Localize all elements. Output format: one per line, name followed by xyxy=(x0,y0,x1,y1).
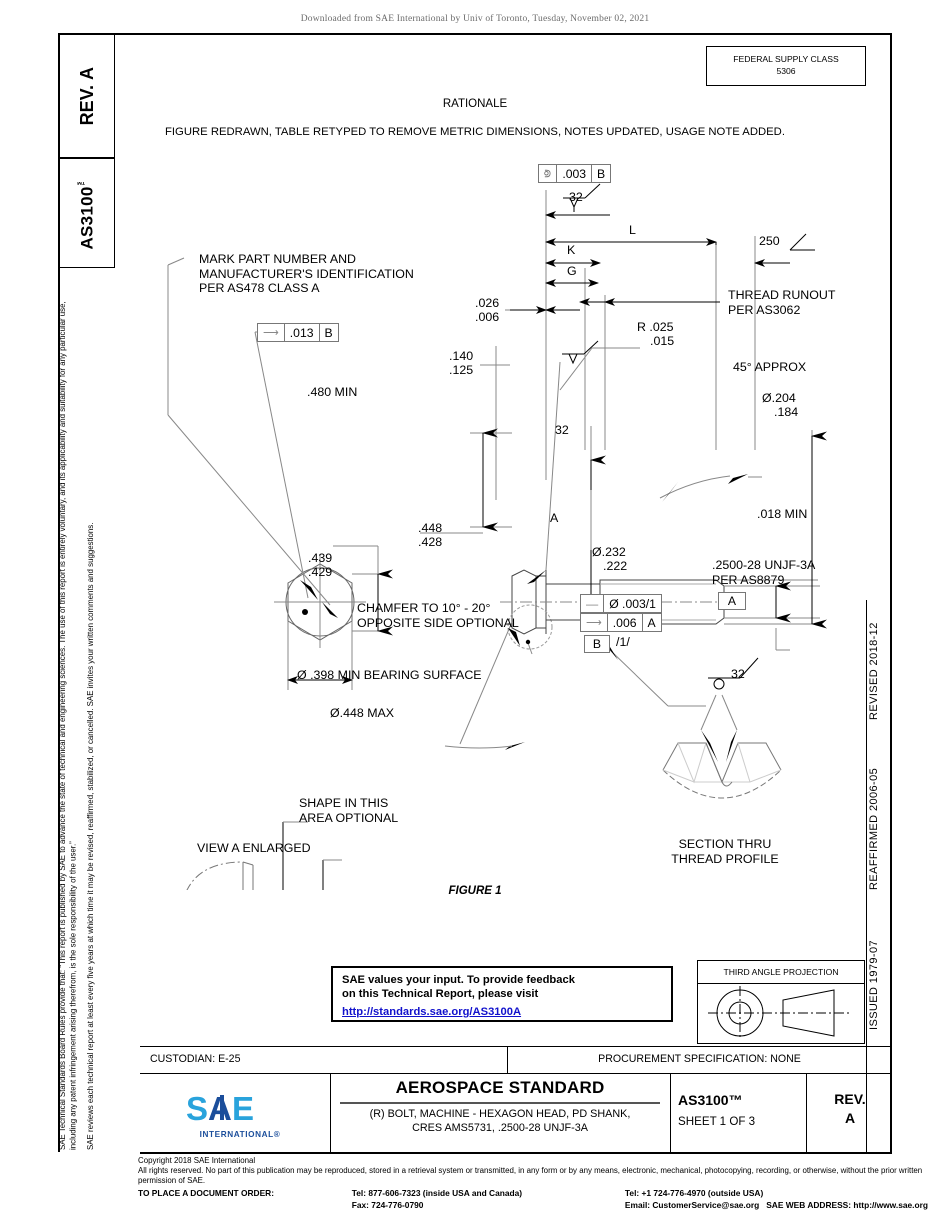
footer-tel-outside: Tel: +1 724-776-4970 (outside USA) xyxy=(624,1188,764,1199)
aerospace-standard-title: AEROSPACE STANDARD xyxy=(395,1078,605,1097)
frame-bottom-border xyxy=(140,1152,892,1154)
custodian-text: CUSTODIAN: E-25 xyxy=(150,1053,241,1065)
fcf-symbol-profile-icon: ⟶ xyxy=(258,324,285,341)
surface-finish-32-shank: 32 xyxy=(555,423,569,437)
fcf-tolerance: Ø .003/1 xyxy=(609,596,656,611)
dim-length-L: L xyxy=(629,223,636,237)
footer-email: Email: CustomerService@sae.org xyxy=(624,1199,760,1210)
rationale-title: RATIONALE xyxy=(442,98,508,110)
footer-fax: Fax: 724-776-0790 xyxy=(351,1199,424,1210)
procurement-spec-text: PROCUREMENT SPECIFICATION: NONE xyxy=(598,1053,801,1065)
footer-rights: All rights reserved. No part of this pub… xyxy=(138,1166,923,1186)
note-reference-1: /1/ xyxy=(616,635,630,649)
fsc-label: FEDERAL SUPPLY CLASS xyxy=(733,54,839,65)
label-view-a-enlarged: VIEW A ENLARGED xyxy=(197,841,311,855)
dim-radius: R .025.015 xyxy=(637,320,675,348)
third-angle-projection-box: THIRD ANGLE PROJECTION xyxy=(697,960,865,1044)
issued-date: ISSUED 1979-07 xyxy=(868,940,880,1030)
note-bearing-surface: Ø .398 MIN BEARING SURFACE xyxy=(297,668,482,682)
fcf-symbol-profile-icon: ⟶ xyxy=(581,614,608,631)
footer-order-label: TO PLACE A DOCUMENT ORDER: xyxy=(138,1188,275,1199)
fcf-symbol-straightness-icon: — xyxy=(581,595,605,612)
note-bearing-max: Ø.448 MAX xyxy=(330,706,395,720)
dim-shank-diameter: Ø.232.222 xyxy=(592,545,628,573)
footer-tel-inside: Tel: 877-606-7323 (inside USA and Canada… xyxy=(351,1188,523,1199)
download-notice: Downloaded from SAE International by Uni… xyxy=(300,14,650,24)
feedback-link[interactable]: http://standards.sae.org/AS3100A xyxy=(342,1005,522,1018)
dim-point-length-min: .018 MIN xyxy=(757,507,808,521)
surface-finish-32-top: 32 xyxy=(569,190,583,204)
fcf-tolerance: .003 xyxy=(557,165,593,182)
frame-top-border xyxy=(58,33,892,35)
third-angle-symbol xyxy=(698,984,864,1044)
title-block-divider-2 xyxy=(670,1074,672,1152)
dim-K: K xyxy=(567,243,576,257)
dim-washer-face: .026.006 xyxy=(475,296,500,324)
dim-across-flats-min: .480 MIN xyxy=(307,385,358,399)
figure-caption: FIGURE 1 xyxy=(448,885,502,897)
fcf-profile-006-a: ⟶ .006 A xyxy=(580,613,662,632)
fcf-datum: B xyxy=(597,166,606,181)
federal-supply-class-box: FEDERAL SUPPLY CLASS 5306 xyxy=(706,46,866,86)
dim-point-diameter: Ø.204.184 xyxy=(762,391,799,419)
surface-finish-250: 250 xyxy=(759,234,780,248)
title-block-description: (R) BOLT, MACHINE - HEXAGON HEAD, PD SHA… xyxy=(369,1108,631,1135)
svg-text:E: E xyxy=(232,1090,254,1127)
footer-copyright: Copyright 2018 SAE International xyxy=(138,1156,256,1165)
title-block-rev: REV.A xyxy=(834,1091,866,1126)
title-block-sheet: SHEET 1 OF 3 xyxy=(678,1115,756,1128)
datum-b-box: B xyxy=(584,635,610,653)
datum-a-leader-label: A xyxy=(550,511,559,525)
dim-head-diameter: .448.428 xyxy=(418,521,443,549)
third-angle-title: THIRD ANGLE PROJECTION xyxy=(698,961,864,984)
feedback-box: SAE values your input. To provide feedba… xyxy=(331,966,673,1022)
engineering-drawing xyxy=(167,183,827,890)
custodian-row xyxy=(140,1046,892,1074)
note-45-approx: 45° APPROX xyxy=(733,360,807,374)
surface-finish-32-thread: 32 xyxy=(731,667,745,681)
feedback-line-1: SAE values your input. To provide feedba… xyxy=(342,974,575,986)
fcf-datum: A xyxy=(647,615,656,630)
title-block-divider-3 xyxy=(806,1074,808,1152)
fcf-profile-013-b: ⟶ .013 B xyxy=(257,323,339,342)
custodian-divider xyxy=(507,1046,509,1074)
right-spine-divider xyxy=(866,600,868,1152)
footer-block: Copyright 2018 SAE International All rig… xyxy=(138,1156,928,1211)
frame-right-border xyxy=(890,33,892,1152)
dim-across-corners: .439.429 xyxy=(308,551,333,579)
fsc-value: 5306 xyxy=(776,66,796,76)
fcf-tolerance: .013 xyxy=(285,324,320,341)
sae-logo-icon: S A E xyxy=(186,1090,254,1127)
spine-rev-box: REV. A xyxy=(59,34,115,158)
fcf-datum: B xyxy=(324,325,333,340)
fcf-tolerance: .006 xyxy=(608,614,643,631)
dim-head-height: .140.125 xyxy=(449,349,474,377)
svg-text:S: S xyxy=(186,1090,208,1127)
footer-email-web: Email: CustomerService@sae.org SAE WEB A… xyxy=(625,1200,928,1211)
fcf-perpendicularity-003-b: ⟄ .003 B xyxy=(538,164,612,183)
fcf-symbol-perpendicularity-icon: ⟄ xyxy=(539,165,558,182)
title-block-doc-number: AS3100™ xyxy=(678,1092,743,1108)
rationale-text: FIGURE REDRAWN, TABLE RETYPED TO REMOVE … xyxy=(165,126,785,138)
third-angle-icon xyxy=(708,986,850,1040)
note-chamfer: CHAMFER TO 10° - 20°OPPOSITE SIDE OPTION… xyxy=(357,601,519,630)
spine-doc-box: AS3100™ xyxy=(59,158,115,268)
spine-rev-text: REV. A xyxy=(76,66,97,126)
svg-text:A: A xyxy=(208,1090,232,1127)
title-block-rule xyxy=(340,1102,660,1104)
datum-a-box: A xyxy=(718,592,746,610)
sae-logo: S A E INTERNATIONAL® xyxy=(150,1086,330,1142)
sae-logo-subtext: INTERNATIONAL® xyxy=(199,1130,281,1139)
fcf-straightness-003: — Ø .003/1 xyxy=(580,594,662,613)
frame-left-border xyxy=(58,33,60,1152)
feedback-line-2: on this Technical Report, please visit xyxy=(342,988,539,1001)
title-block-divider-1 xyxy=(330,1074,332,1152)
footer-web: SAE WEB ADDRESS: http://www.sae.org xyxy=(766,1199,928,1210)
dim-G: G xyxy=(567,264,577,278)
